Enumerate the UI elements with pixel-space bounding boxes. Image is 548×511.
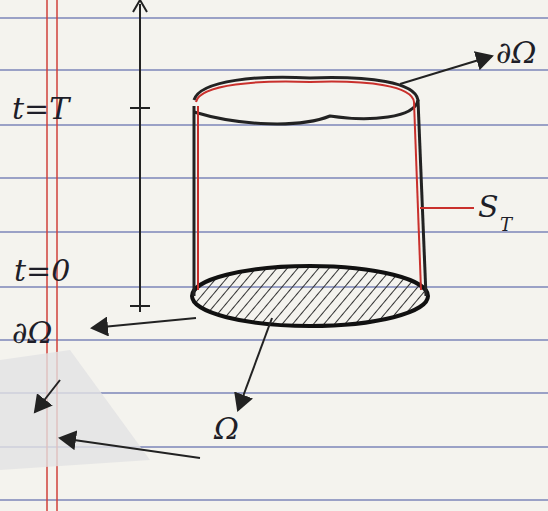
cylinder [192,77,428,326]
domain-label: Ω [214,414,239,444]
time-label: t=0 [14,256,70,286]
surface-subscript: T [500,216,512,234]
boundary-label: ∂Ω [12,318,52,348]
boundary-label: ∂Ω [496,38,536,68]
leader-lines [35,56,492,458]
ruled-lines [0,18,548,500]
time-axis [130,0,150,312]
surface-label: S [478,192,499,222]
time-label: t=T [12,94,69,124]
paper-fold [0,350,150,470]
